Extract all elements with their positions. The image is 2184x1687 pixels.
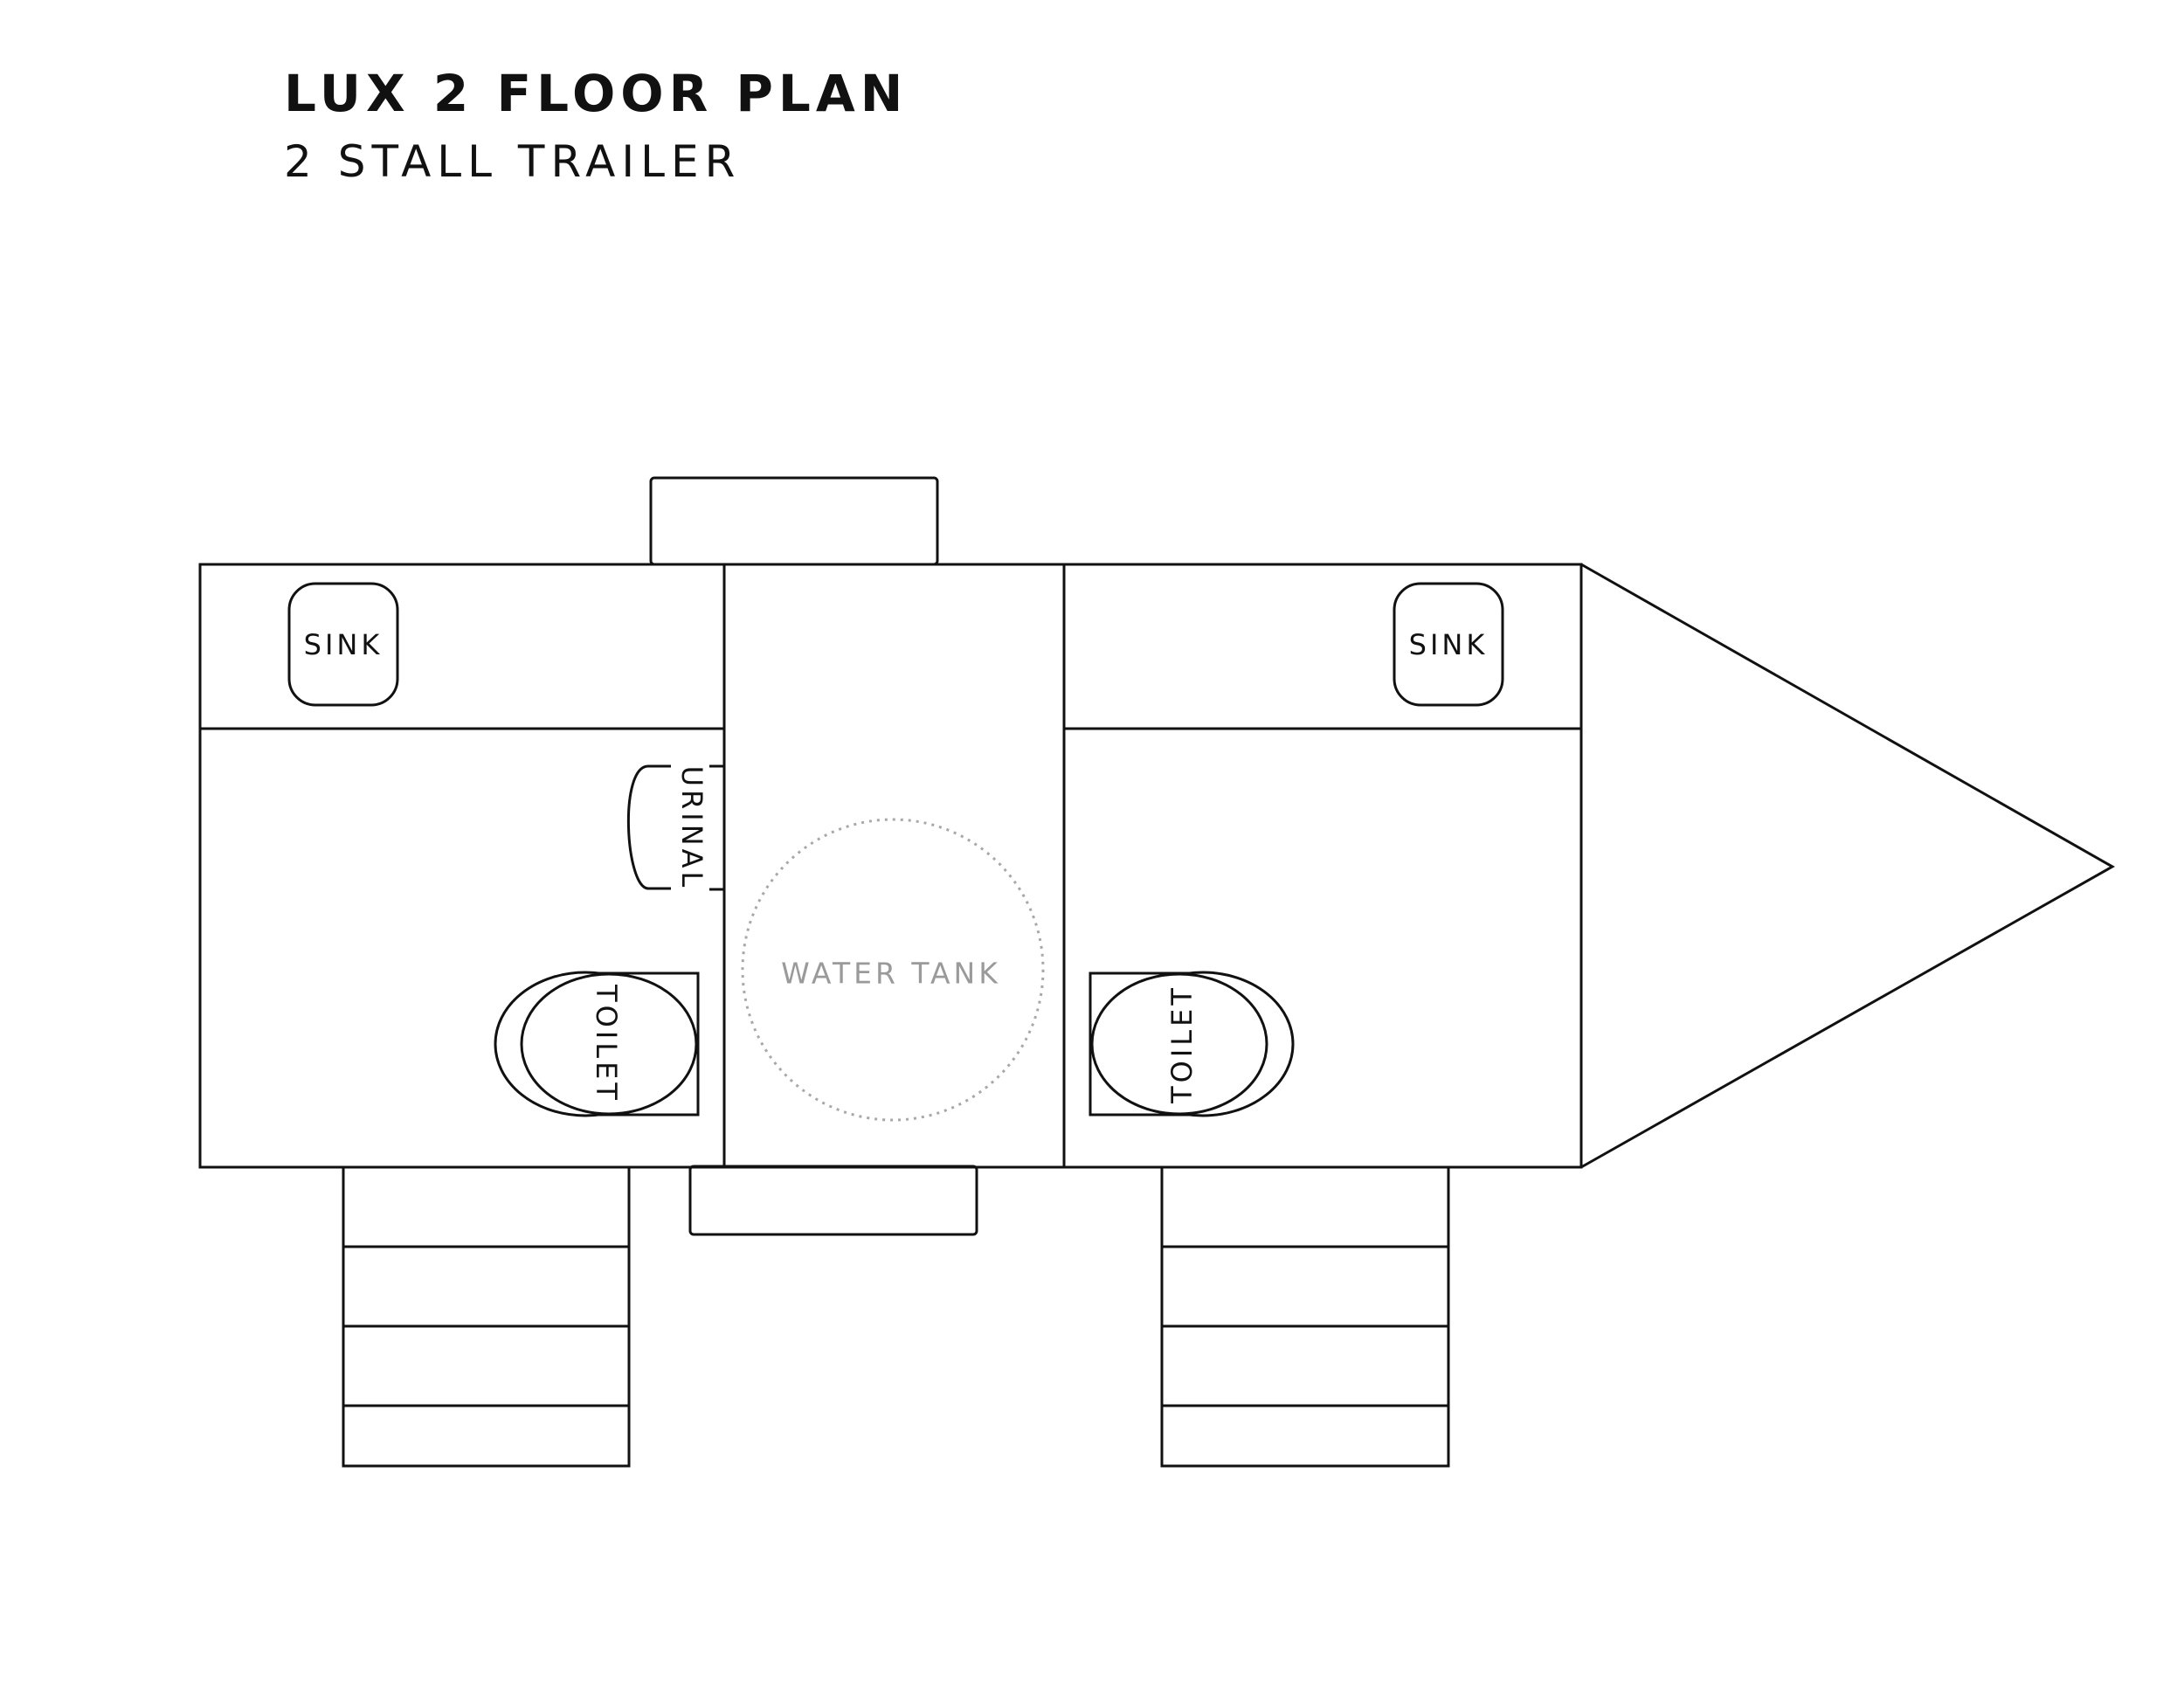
top-hatch	[649, 476, 939, 566]
sink-right: SINK	[1393, 582, 1504, 707]
trailer-body	[198, 563, 1583, 1169]
sink-left: SINK	[287, 582, 399, 707]
page-title: LUX 2 FLOOR PLAN	[284, 64, 909, 123]
water-tank-label: WATER TANK	[781, 957, 1001, 991]
sink-right-label: SINK	[1409, 628, 1489, 661]
page-subtitle: 2 STALL TRAILER	[284, 136, 742, 187]
water-tank: WATER TANK	[741, 818, 1045, 1122]
sink-left-label: SINK	[304, 628, 384, 661]
toilet-left-label: TOILET	[590, 984, 623, 1103]
urinal: URINAL	[626, 764, 724, 891]
title-block: LUX 2 FLOOR PLAN 2 STALL TRAILER	[284, 68, 908, 183]
toilet-right: TOILET	[1089, 971, 1295, 1117]
trailer-hitch	[1580, 563, 2116, 1169]
stairs-left	[342, 1165, 631, 1468]
bottom-step-box	[688, 1165, 978, 1236]
urinal-label: URINAL	[675, 766, 708, 891]
stairs-right	[1160, 1165, 1450, 1468]
toilet-left: TOILET	[494, 971, 700, 1117]
toilet-right-label: TOILET	[1165, 985, 1199, 1104]
